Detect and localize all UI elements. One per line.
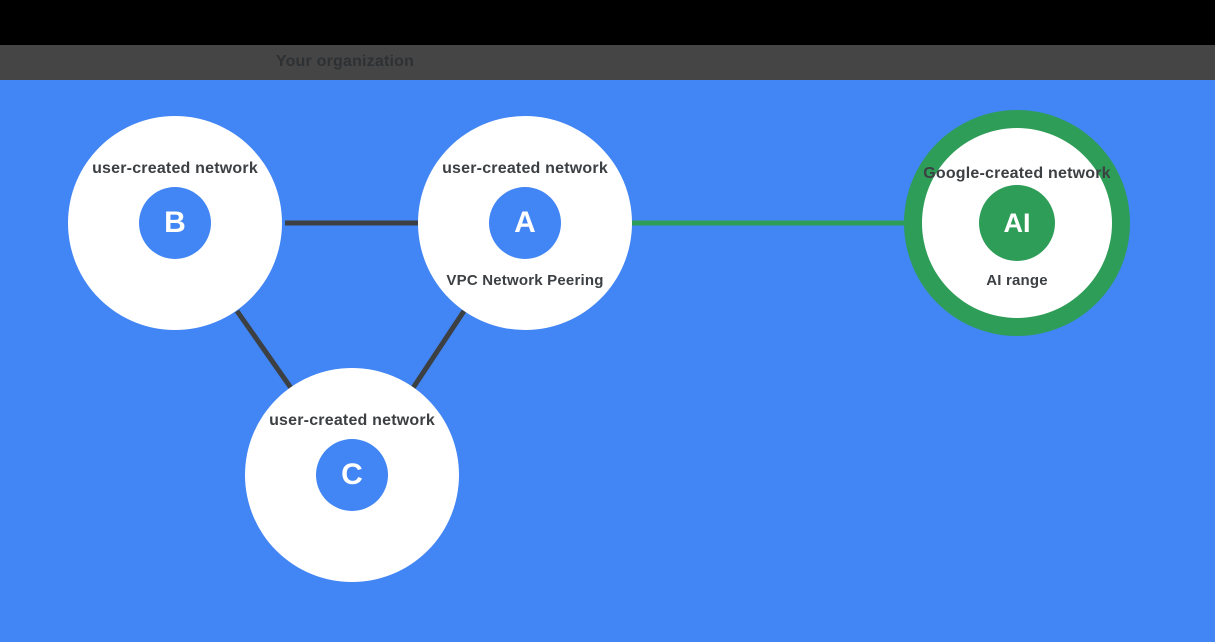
network-a-peering-label: VPC Network Peering	[446, 272, 604, 289]
network-a-badge: A	[489, 187, 561, 259]
network-c: user-created network C	[245, 368, 459, 582]
network-b: user-created network B	[68, 116, 282, 330]
network-ai-range-label: AI range	[986, 272, 1048, 289]
network-ai-label: Google-created network	[923, 165, 1111, 182]
network-b-badge: B	[139, 187, 211, 259]
network-c-badge: C	[316, 439, 388, 511]
network-b-label: user-created network	[92, 160, 258, 177]
network-ai: Google-created network AI AI range	[904, 110, 1130, 336]
title-band	[0, 45, 1215, 80]
diagram-title: Your organization	[275, 53, 415, 70]
network-a: user-created network A VPC Network Peeri…	[418, 116, 632, 330]
network-ai-badge: AI	[979, 185, 1055, 261]
network-c-label: user-created network	[269, 412, 435, 429]
network-a-label: user-created network	[442, 160, 608, 177]
